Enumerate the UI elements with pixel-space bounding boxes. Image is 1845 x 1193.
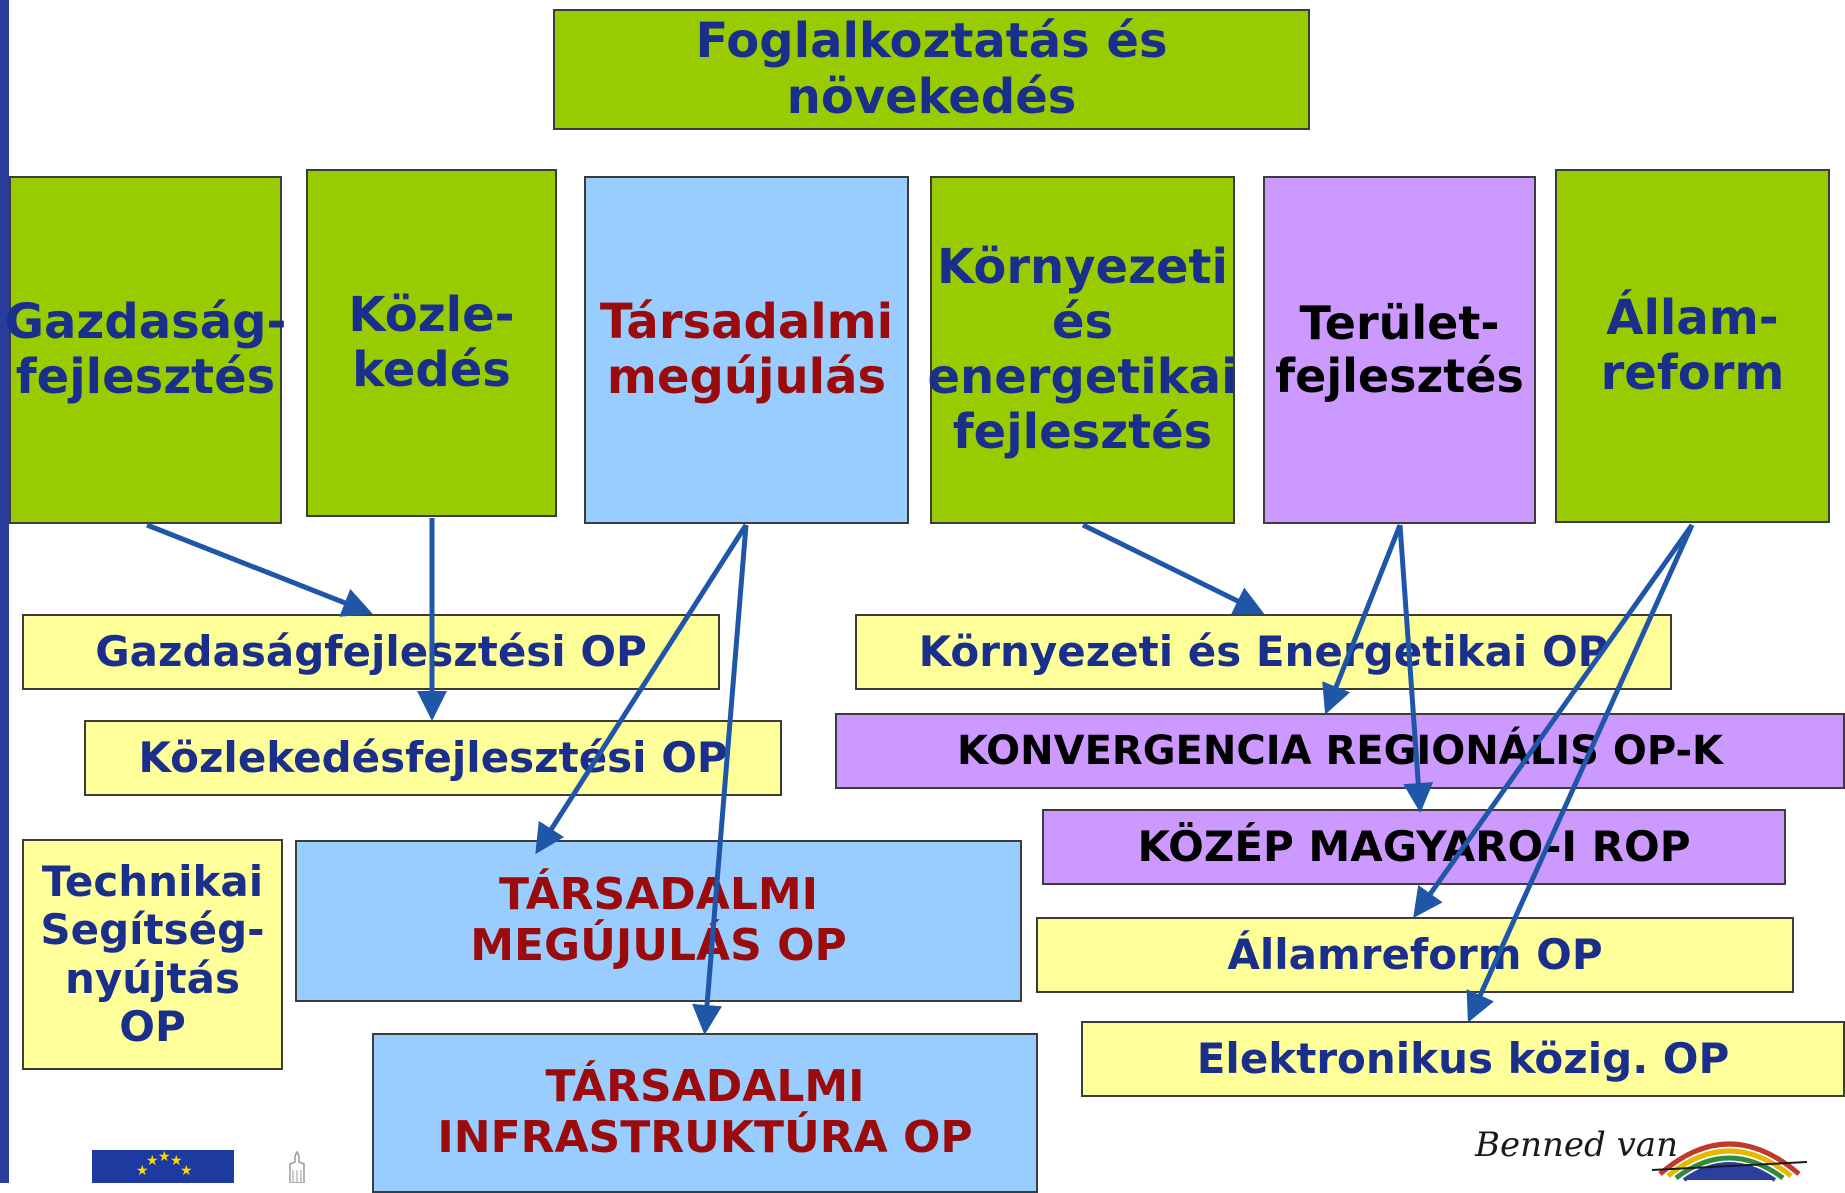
star-icon: ★ <box>136 1163 149 1179</box>
priority-label: Közle- kedés <box>348 286 515 398</box>
priority-label: Gazdaság- fejlesztés <box>4 293 287 405</box>
priority-tarsadalmi-megujulas: Társadalmi megújulás <box>584 176 909 524</box>
op-kozep-magyarorszagi-rop: KÖZÉP MAGYARO-I ROP <box>1042 809 1786 885</box>
op-elektronikus-kozig: Elektronikus közig. OP <box>1081 1021 1845 1097</box>
goal-title: Foglalkoztatás és növekedés <box>695 13 1168 125</box>
slide-left-bar <box>0 0 9 1183</box>
op-label: TÁRSADALMI INFRASTRUKTÚRA OP <box>437 1061 973 1163</box>
op-tarsadalmi-megujulas: TÁRSADALMI MEGÚJULÁS OP <box>295 840 1022 1002</box>
rainbow-bridge-logo <box>1652 1141 1807 1182</box>
priority-kozlekedes: Közle- kedés <box>306 169 557 517</box>
goal-box: Foglalkoztatás és növekedés <box>553 9 1310 130</box>
logo-slogan: Benned van <box>1475 1125 1678 1165</box>
priority-label: Társadalmi megújulás <box>599 293 894 405</box>
priority-kornyezeti-energetikai: Környezeti és energetikai fejlesztés <box>927 176 1238 524</box>
op-label: KÖZÉP MAGYARO-I ROP <box>1137 821 1691 871</box>
eu-flag-logo: ★ ★ ★ ★ ★ <box>92 1150 234 1183</box>
priority-allamreform: Állam- reform <box>1555 169 1830 523</box>
op-allamreform: Államreform OP <box>1036 917 1794 993</box>
op-label: TÁRSADALMI MEGÚJULÁS OP <box>470 869 847 971</box>
star-icon: ★ <box>158 1149 171 1165</box>
op-kozlekedesfejlesztesi: Közlekedésfejlesztési OP <box>84 720 782 796</box>
arrow-kornyezeti-to-keop <box>1081 522 1265 615</box>
star-icon: ★ <box>180 1163 193 1179</box>
op-label: Gazdaságfejlesztési OP <box>95 626 647 676</box>
op-tarsadalmi-infrastruktura: TÁRSADALMI INFRASTRUKTÚRA OP <box>372 1033 1038 1193</box>
priority-label: Állam- reform <box>1600 289 1785 401</box>
op-technikai-segitsegnyujtas: Technikai Segítség- nyújtás OP <box>22 839 283 1070</box>
star-icon: ★ <box>170 1153 183 1169</box>
parliament-logo <box>289 1150 305 1183</box>
priority-teruletfejlesztes: Terület- fejlesztés <box>1263 176 1536 524</box>
op-label: Technikai Segítség- nyújtás OP <box>40 856 265 1051</box>
op-label: Környezeti és Energetikai OP <box>918 626 1609 676</box>
arrow-gazdasag-to-gop <box>146 522 373 617</box>
priority-label: Terület- fejlesztés <box>1275 296 1524 403</box>
op-label: KONVERGENCIA REGIONÁLIS OP-K <box>956 728 1724 774</box>
priority-label: Környezeti és energetikai fejlesztés <box>927 238 1238 461</box>
priority-gazdasagfejlesztes: Gazdaság- fejlesztés <box>5 176 286 524</box>
op-gazdasagfejlesztesi: Gazdaságfejlesztési OP <box>22 614 720 690</box>
op-label: Elektronikus közig. OP <box>1196 1033 1730 1083</box>
op-kornyezeti-energetikai: Környezeti és Energetikai OP <box>855 614 1672 690</box>
op-konvergencia-regionalis: KONVERGENCIA REGIONÁLIS OP-K <box>835 713 1845 789</box>
op-label: Közlekedésfejlesztési OP <box>138 732 728 782</box>
op-label: Államreform OP <box>1227 929 1603 979</box>
star-icon: ★ <box>146 1153 159 1169</box>
